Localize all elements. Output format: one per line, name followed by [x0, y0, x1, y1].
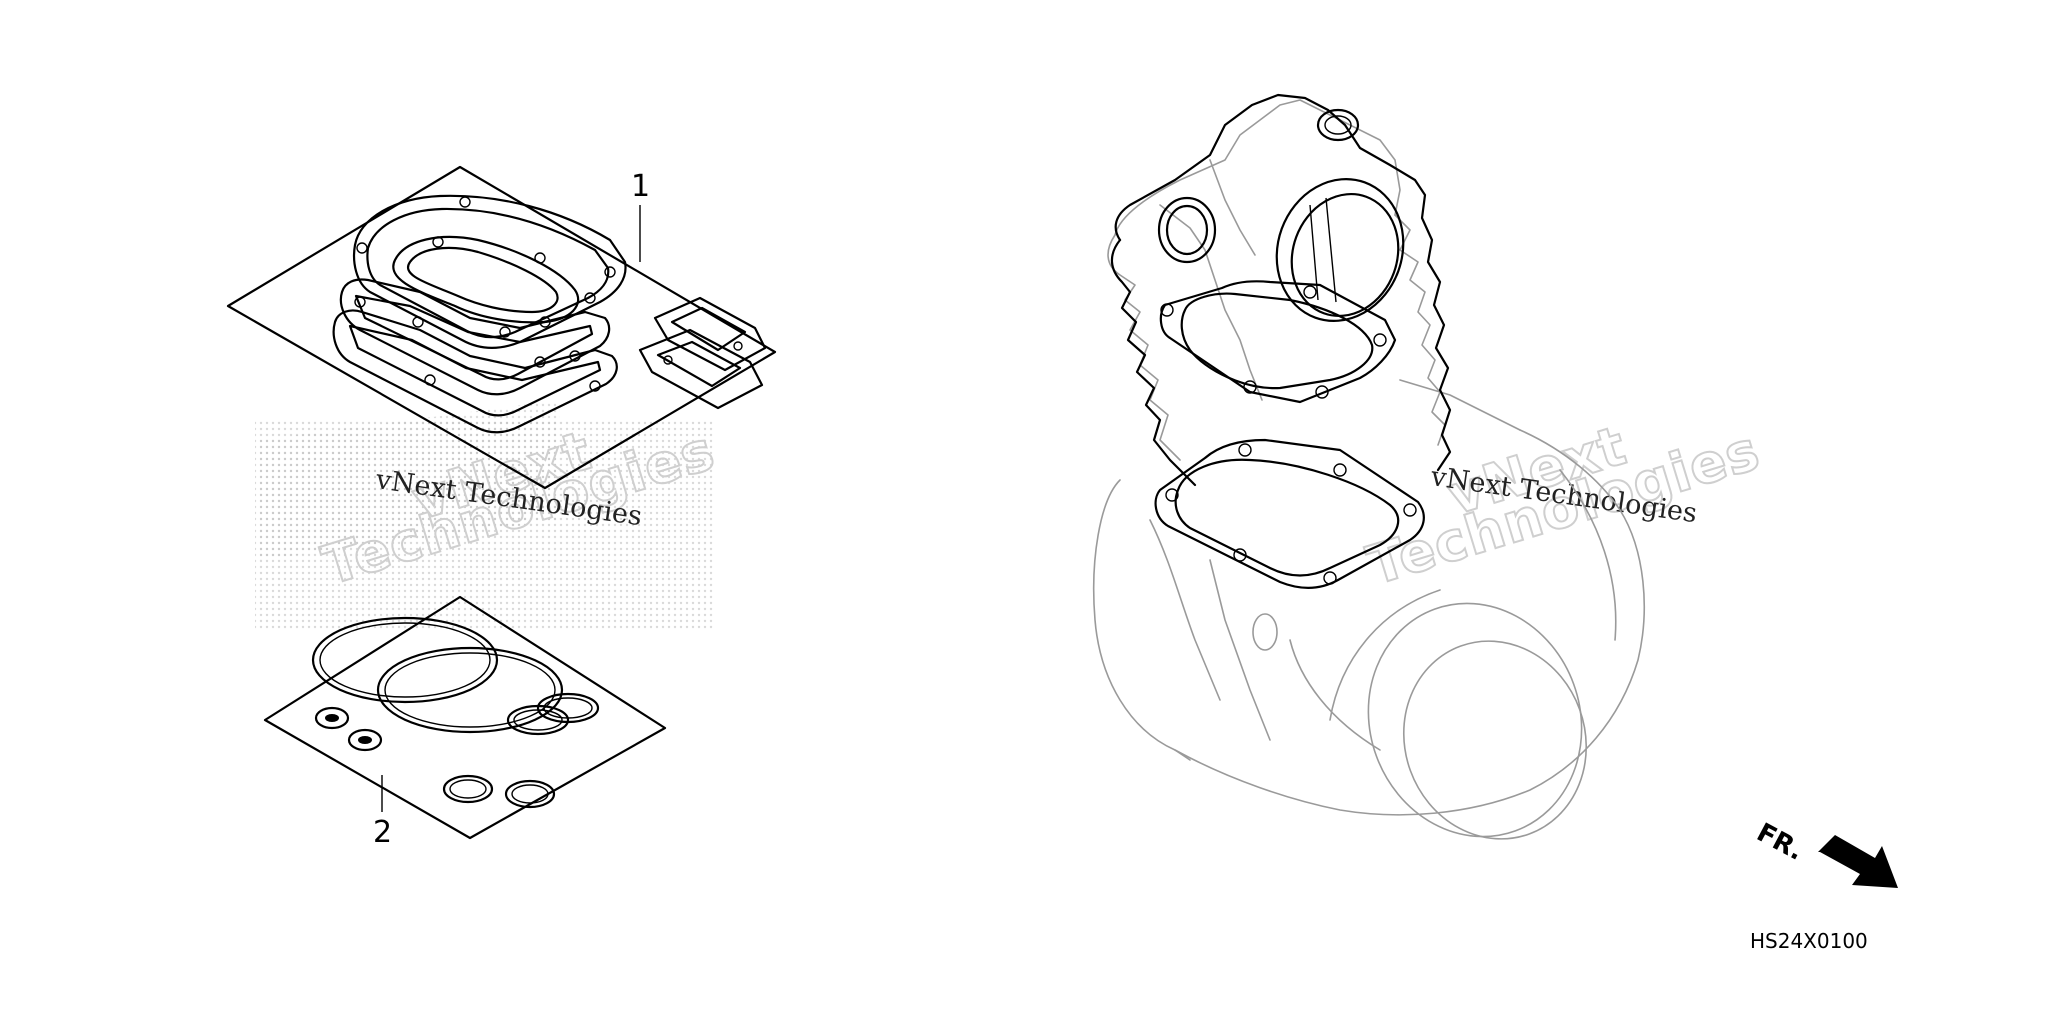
o-ring-bottom-a — [442, 774, 494, 804]
cylinder-head-gasket — [1159, 280, 1397, 404]
crankcase-left — [1092, 479, 1191, 761]
exhaust-port-inner — [1290, 192, 1400, 318]
callout-2[interactable]: 2 — [373, 815, 392, 850]
top-port-outer — [1316, 108, 1360, 142]
small-cover-gasket-bottom — [638, 328, 764, 410]
cylinder-base-gasket-bore — [1174, 458, 1400, 577]
callout-1[interactable]: 1 — [631, 169, 650, 204]
o-ring-bottom-a-inner — [449, 779, 487, 799]
o-ring-small-b-inner — [543, 697, 593, 719]
crankcase-curve — [1289, 639, 1381, 751]
cylinder-fins-left — [1107, 234, 1181, 461]
drawing-code: HS24X0100 — [1750, 929, 1868, 953]
exhaust-port-line-b — [1325, 197, 1337, 303]
o-ring-bottom-b-inner — [511, 784, 549, 804]
intake-port-outer — [1157, 196, 1217, 264]
head-gasket-inner — [354, 294, 594, 381]
seal-a-center — [325, 714, 339, 722]
small-gasket-hole-a — [733, 341, 743, 351]
watermark-dot-wing — [260, 400, 560, 560]
watermark-left: vNext Technologies vNext Technologies — [255, 400, 723, 630]
gasket-sheet-b — [263, 595, 667, 840]
cylinder-head-outline — [1114, 93, 1452, 472]
cylinder-head-ridge — [1209, 159, 1256, 256]
bolt-holes-gaskets — [354, 296, 601, 392]
base-gasket-holes — [1165, 443, 1417, 585]
base-gasket-inner — [348, 324, 602, 417]
o-ring-large2-inner — [384, 652, 556, 728]
base-gasket-outer — [332, 309, 618, 434]
intake-port-inner — [1165, 204, 1209, 256]
top-port-inner — [1324, 115, 1352, 135]
front-arrow-icon — [1818, 835, 1898, 888]
engine-assembly — [1092, 93, 1645, 840]
crankcase-cover-inner — [1402, 640, 1588, 840]
o-ring-small-b — [536, 692, 600, 724]
crankcase-cover — [1367, 602, 1583, 838]
crankcase-rib-a — [1149, 519, 1221, 701]
cylinder-fins-right — [1394, 214, 1446, 446]
seal-b-center — [358, 736, 372, 744]
head-cover-gasket-inner — [366, 207, 610, 339]
o-ring-large-outer — [311, 616, 499, 704]
cylinder-base-gasket — [1154, 438, 1425, 589]
front-label: FR. — [1752, 818, 1809, 867]
gasket-sheet-a — [226, 165, 777, 490]
head-cover-gasket-outer — [353, 194, 627, 349]
front-direction-indicator: FR. — [1752, 818, 1898, 888]
gasket-kit-b[interactable]: 2 — [263, 595, 667, 850]
small-cover-gasket-bottom-inner — [656, 340, 742, 388]
head-cover-ring-inner — [407, 246, 559, 314]
small-cover-gasket-top-inner — [670, 306, 747, 352]
cylinder-body-left — [1159, 204, 1263, 401]
head-cover-ring — [392, 235, 580, 324]
o-ring-large2-outer — [376, 646, 564, 734]
bolt-holes-cover — [356, 196, 616, 338]
seal-b — [347, 728, 383, 752]
small-cover-gasket-top — [653, 296, 767, 372]
cylinder-head-top — [1114, 99, 1401, 236]
crankcase-top-right — [1399, 379, 1521, 431]
o-ring-bottom-b — [504, 779, 556, 809]
cylinder-left-outline — [1110, 238, 1197, 487]
exhaust-port-outer — [1275, 177, 1405, 323]
crankcase-rib-b — [1209, 559, 1271, 741]
cylinder-head-gasket-bore — [1180, 292, 1374, 390]
small-gasket-hole-b — [663, 355, 673, 365]
gasket-kit-a[interactable]: 1 — [226, 165, 777, 490]
crankcase-boss — [1252, 613, 1278, 651]
crankcase-right-inner — [1559, 469, 1617, 641]
seal-a — [314, 706, 350, 730]
crankcase-edge — [1329, 589, 1441, 721]
head-gasket-holes — [1160, 285, 1387, 399]
o-ring-large-inner — [319, 622, 491, 698]
